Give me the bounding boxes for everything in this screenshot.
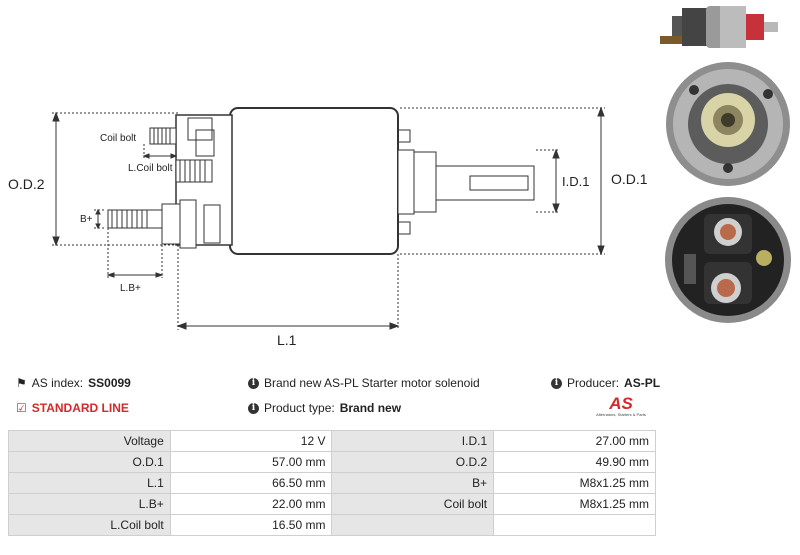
spec-value: 66.50 mm	[169, 472, 333, 494]
spec-label	[331, 514, 495, 536]
spec-label: O.D.2	[331, 451, 495, 473]
as-pl-logo: AS Alternators, Starters & Parts	[590, 394, 652, 417]
od1-label: O.D.1	[611, 171, 648, 187]
l-coil-bolt-label: L.Coil bolt	[128, 163, 173, 174]
spec-label: I.D.1	[331, 430, 495, 452]
producer-label: Producer:	[567, 376, 620, 390]
standard-line-label: STANDARD LINE	[31, 401, 129, 415]
producer-row: i Producer: AS-PL	[551, 376, 660, 390]
description-text: Brand new AS-PL Starter motor solenoid	[264, 376, 480, 390]
as-index-label: AS index:	[31, 376, 84, 390]
spec-label: B+	[331, 472, 495, 494]
spec-value: 57.00 mm	[169, 451, 333, 473]
spec-label: L.Coil bolt	[8, 514, 171, 536]
logo-tagline: Alternators, Starters & Parts	[596, 412, 646, 417]
info-icon: i	[248, 402, 259, 414]
plunger	[413, 151, 437, 213]
product-type-value: Brand new	[339, 401, 402, 415]
producer-value: AS-PL	[624, 376, 661, 390]
lb-label: L.B+	[120, 283, 141, 294]
b-plus-bolt	[107, 209, 165, 229]
table-row: L.1 66.50 mm B+ M8x1.25 mm	[8, 472, 656, 494]
product-type-label: Product type:	[264, 401, 335, 415]
spec-value: M8x1.25 mm	[493, 493, 656, 515]
spec-value	[493, 514, 656, 536]
technical-drawing: O.D.2 O.D.1 I.D.1 L.1 L.B+ Coil bolt L.C…	[8, 106, 648, 348]
table-row: L.Coil bolt 16.50 mm	[8, 514, 656, 536]
spec-label: L.1	[8, 472, 171, 494]
spec-value: 27.00 mm	[493, 430, 656, 452]
product-type-row: i Product type: Brand new	[248, 401, 401, 415]
od2-label: O.D.2	[8, 176, 45, 192]
spec-value: 22.00 mm	[169, 493, 333, 515]
table-row: O.D.1 57.00 mm O.D.2 49.90 mm	[8, 451, 656, 473]
coil-bolt-label: Coil bolt	[100, 133, 136, 144]
as-index-value: SS0099	[88, 376, 131, 390]
description-row: i Brand new AS-PL Starter motor solenoid	[248, 376, 480, 390]
solenoid-body	[229, 107, 399, 255]
spec-label: L.B+	[8, 493, 171, 515]
spec-label: Coil bolt	[331, 493, 495, 515]
standard-line-row: ☑ STANDARD LINE	[16, 401, 129, 415]
tag-icon: ⚑	[16, 376, 27, 390]
spec-label: Voltage	[8, 430, 171, 452]
table-row: L.B+ 22.00 mm Coil bolt M8x1.25 mm	[8, 493, 656, 515]
table-row: Voltage 12 V I.D.1 27.00 mm	[8, 430, 656, 452]
spec-value: 12 V	[169, 430, 333, 452]
spec-value: 16.50 mm	[169, 514, 333, 536]
b-plus-label: B+	[80, 214, 93, 225]
spec-value: 49.90 mm	[493, 451, 656, 473]
product-photo-terminals	[665, 197, 791, 323]
specs-table: Voltage 12 V I.D.1 27.00 mm O.D.1 57.00 …	[8, 430, 656, 536]
spec-label: O.D.1	[8, 451, 171, 473]
l1-label: L.1	[277, 332, 297, 348]
product-photo-rear	[666, 62, 790, 186]
checkbox-icon: ☑	[16, 401, 27, 415]
id1-label: I.D.1	[562, 174, 589, 189]
spec-value: M8x1.25 mm	[493, 472, 656, 494]
as-index-row: ⚑ AS index: SS0099	[16, 376, 131, 390]
info-icon: i	[248, 377, 259, 389]
logo-mark: AS	[609, 394, 633, 413]
product-photo-side	[660, 6, 778, 48]
info-icon: i	[551, 377, 562, 389]
